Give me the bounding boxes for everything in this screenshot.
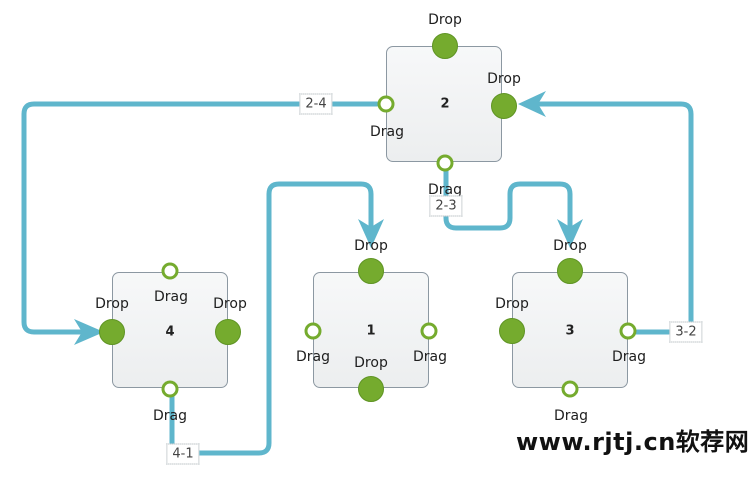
- node-4-drag-label-bottom: Drag: [152, 408, 188, 424]
- arrowhead-into-node-1: [358, 219, 384, 248]
- connection-label-2-4[interactable]: 2-4: [299, 93, 333, 115]
- node-3-drag-endpoint-bottom[interactable]: [561, 380, 579, 398]
- node-4-drop-label-left: Drop: [95, 296, 129, 312]
- connection-label-2-3[interactable]: 2-3: [429, 195, 463, 217]
- node-1-drop-label-top: Drop: [354, 238, 388, 254]
- node-3-drop-label-top: Drop: [553, 238, 587, 254]
- node-3-drag-label-bottom: Drag: [553, 408, 589, 424]
- node-3-drag-label-right: Drag: [611, 349, 647, 365]
- node-1-drag-endpoint-left[interactable]: [304, 322, 322, 340]
- node-1-drag-endpoint-right[interactable]: [420, 322, 438, 340]
- node-4-drop-endpoint-right[interactable]: [215, 319, 241, 345]
- connector-2-4[interactable]: [21, 101, 387, 335]
- node-4-drag-endpoint-top[interactable]: [161, 262, 179, 280]
- node-1-drop-endpoint-top[interactable]: [358, 258, 384, 284]
- node-2-label: 2: [440, 96, 450, 112]
- node-1-drop-endpoint-bottom[interactable]: [358, 376, 384, 402]
- node-4-drop-endpoint-left[interactable]: [99, 319, 125, 345]
- node-2-drop-label-right: Drop: [487, 71, 521, 87]
- node-2-drop-label-top: Drop: [428, 12, 462, 28]
- node-2-drop-endpoint-right[interactable]: [491, 93, 517, 119]
- site-watermark: www.rjtj.cn软荐网: [516, 428, 750, 456]
- node-4-drag-endpoint-bottom[interactable]: [161, 380, 179, 398]
- node-3-drag-endpoint-right[interactable]: [619, 322, 637, 340]
- node-1-drag-label-left: Drag: [295, 349, 331, 365]
- node-2-drag-label-left: Drag: [369, 124, 405, 140]
- connector-2-3[interactable]: [443, 162, 573, 231]
- node-2-drag-endpoint-left[interactable]: [377, 95, 395, 113]
- node-4-drop-label-right: Drop: [213, 296, 247, 312]
- node-1-drag-label-right: Drag: [412, 349, 448, 365]
- arrowhead-into-node-2: [518, 91, 546, 117]
- node-2-drop-endpoint-top[interactable]: [432, 33, 458, 59]
- node-2-drag-label-bottom: Drag: [427, 182, 463, 198]
- node-4-label: 4: [165, 324, 175, 340]
- node-4-drag-label-top: Drag: [153, 289, 189, 305]
- connection-label-3-2[interactable]: 3-2: [669, 321, 703, 343]
- node-3-drop-label-left: Drop: [495, 296, 529, 312]
- node-1-label: 1: [366, 323, 376, 339]
- node-3-drop-endpoint-left[interactable]: [499, 318, 525, 344]
- node-3-label: 3: [565, 323, 575, 339]
- node-1-drop-label-bottom: Drop: [354, 355, 388, 371]
- node-3-drop-endpoint-top[interactable]: [557, 258, 583, 284]
- arrowhead-into-node-4: [74, 319, 104, 345]
- node-2-drag-endpoint-bottom[interactable]: [436, 154, 454, 172]
- connection-label-4-1[interactable]: 4-1: [166, 443, 200, 465]
- arrowhead-into-node-3: [557, 219, 583, 248]
